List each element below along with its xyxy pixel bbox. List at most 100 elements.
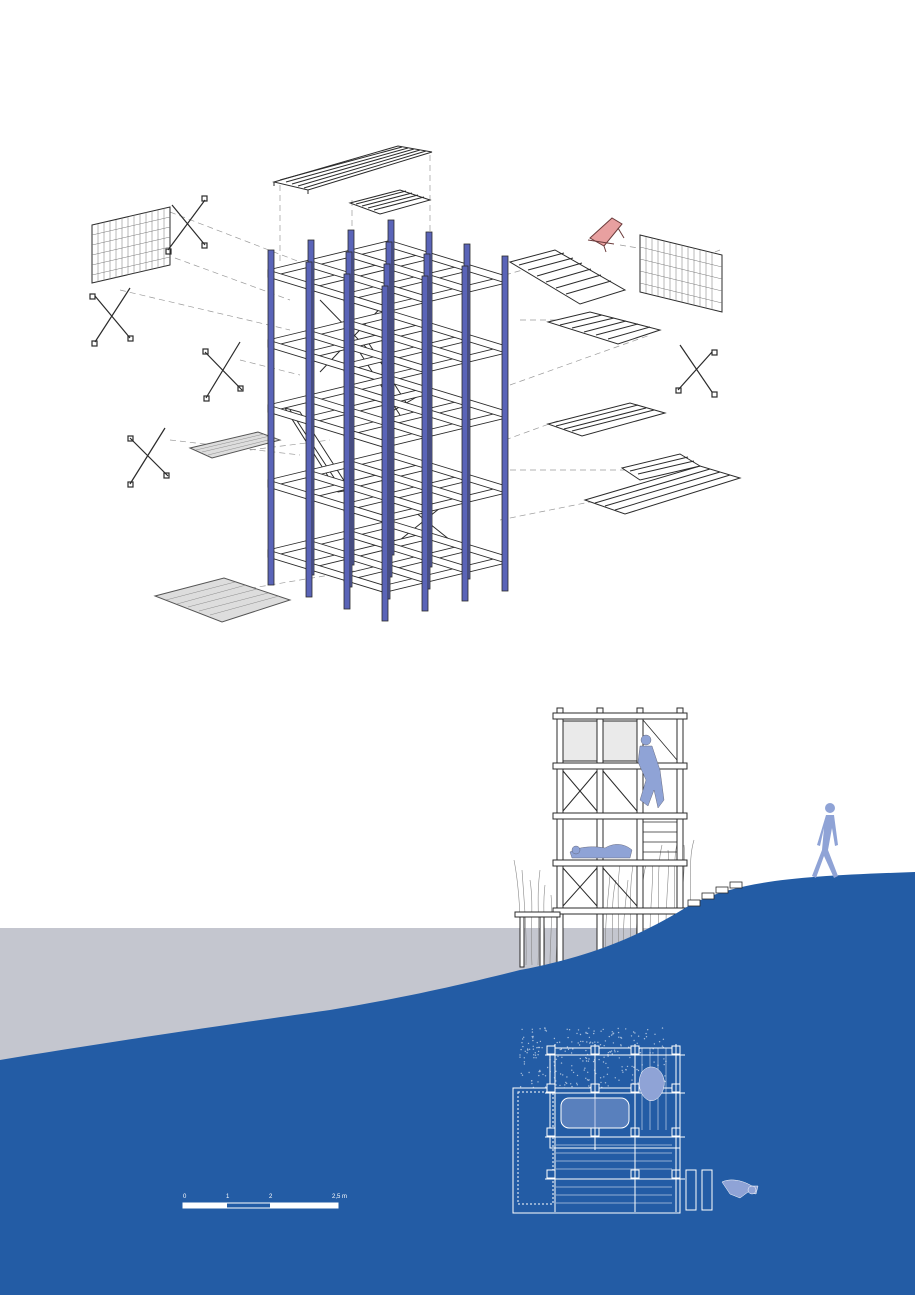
stipple-dot [566,1046,569,1048]
stipple-dot [588,1036,591,1039]
stipple-dot [561,1056,563,1059]
stipple-dot [520,1048,522,1051]
stipple-dot [579,1033,582,1036]
stipple-dot [522,1045,524,1048]
deck-chair-icon [587,217,625,253]
stipple-dot [633,1039,635,1042]
stipple-dot [539,1028,541,1030]
stipple-dot [533,1057,535,1059]
stipple-dot [584,1067,586,1069]
stipple-dot [586,1041,588,1043]
site-section-view [0,707,915,1295]
stipple-dot [571,1065,573,1067]
stipple-dot [530,1080,533,1082]
stipple-dot [625,1028,627,1030]
stipple-dot [606,1073,609,1076]
stipple-dot [577,1029,580,1031]
stipple-dot [528,1048,531,1051]
stipple-dot [532,1045,534,1048]
stipple-dot [607,1067,609,1069]
lying-person-icon [569,844,633,859]
stipple-dot [658,1041,661,1043]
stipple-dot [607,1051,610,1054]
blue-column [381,285,389,622]
stipple-dot [558,1041,561,1043]
stipple-dot [526,1048,529,1050]
stipple-dot [588,1058,590,1060]
stipple-dot [522,1038,524,1040]
stipple-dot [521,1028,523,1031]
deck-panel-right-4 [583,453,742,515]
stipple-dot [585,1032,587,1034]
stipple-dot [559,1073,562,1075]
stipple-dot [564,1050,566,1052]
stipple-dot [605,1062,607,1065]
blue-columns [267,219,509,622]
stipple-dot [589,1042,591,1044]
stipple-dot [536,1041,538,1044]
stipple-dot [637,1069,640,1072]
stipple-dot [600,1030,602,1032]
stipple-dot [578,1044,581,1046]
scale-tick-0: 0 [183,1194,187,1200]
stipple-dot [531,1031,534,1033]
cross-brace-5 [675,344,718,398]
stipple-dot [618,1057,620,1059]
stipple-dot [567,1048,570,1051]
stipple-dot [562,1074,564,1076]
stipple-dot [603,1056,605,1058]
stipple-dot [588,1027,590,1029]
stipple-dot [663,1063,665,1066]
stipple-dot [523,1061,526,1063]
stipple-dot [570,1083,572,1085]
stipple-dot [560,1062,563,1064]
stipple-dot [592,1042,594,1044]
stipple-dot [654,1033,656,1036]
blue-column [461,265,469,602]
stipple-dot [519,1056,521,1058]
stipple-dot [604,1082,607,1084]
stipple-dot [542,1073,544,1076]
stipple-dot [555,1058,558,1061]
stipple-dot [524,1050,526,1053]
stipple-dot [612,1033,614,1035]
stipple-dot [662,1038,665,1041]
stipple-dot [634,1032,636,1034]
stipple-dot [523,1036,525,1039]
stipple-dot [604,1040,607,1042]
deck-panel-right-2 [546,311,662,345]
stipple-dot [607,1055,609,1057]
stipple-dot [537,1081,539,1083]
mesh-floor-panel-1 [188,431,282,459]
stipple-dot [617,1050,619,1053]
stipple-dot [583,1069,585,1071]
stipple-dot [603,1045,605,1047]
stipple-dot [545,1030,548,1032]
stipple-dot [571,1085,573,1088]
stipple-dot [631,1079,633,1081]
stipple-dot [546,1066,549,1069]
stipple-dot [541,1047,543,1049]
stipple-dot [576,1074,579,1077]
stipple-dot [555,1084,557,1086]
stipple-dot [639,1052,642,1054]
stipple-dot [611,1031,613,1033]
stipple-dot [603,1076,605,1078]
stipple-dot [602,1028,604,1031]
stipple-dot [587,1060,590,1062]
cross-brace-3 [202,341,244,402]
stipple-dot [632,1031,635,1033]
stipple-dot [566,1028,568,1031]
deck-panel-right-1 [508,249,627,305]
stipple-dot [533,1054,535,1056]
stipple-dot [633,1066,635,1068]
stipple-dot [631,1074,634,1076]
stipple-dot [592,1060,595,1063]
stipple-dot [544,1029,546,1031]
stipple-dot [613,1049,616,1051]
stipple-dot [528,1071,530,1074]
stipple-dot [599,1077,602,1079]
cross-brace-4 [127,427,170,488]
blue-column [267,249,275,586]
blue-column [421,275,429,612]
